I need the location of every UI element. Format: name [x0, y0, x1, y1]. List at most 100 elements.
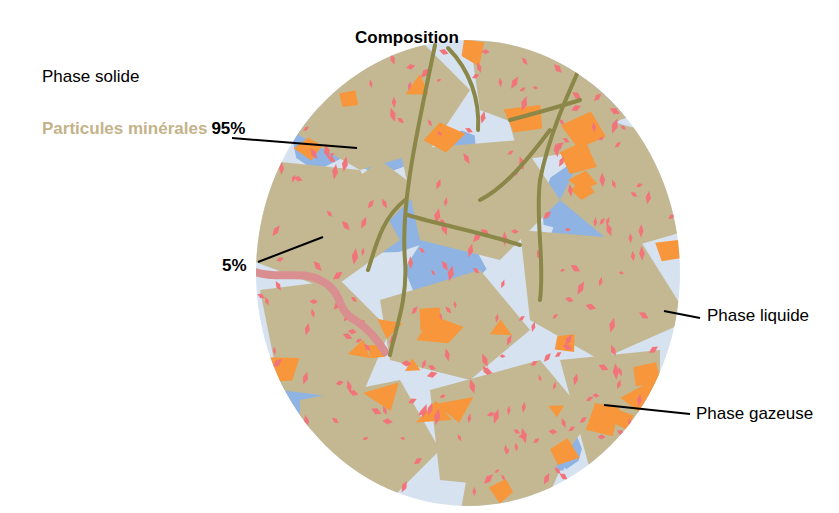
microorganism [303, 127, 309, 131]
microorganism [348, 329, 357, 334]
microorganism [613, 363, 619, 380]
microorganism [257, 294, 265, 299]
microorganism [565, 228, 571, 232]
microorganism [507, 335, 512, 346]
microorganism [437, 131, 442, 135]
microorganism [562, 418, 566, 428]
microorganism [611, 345, 616, 356]
organic-matter [419, 308, 441, 331]
microorganism [520, 88, 526, 92]
microorganism [468, 243, 473, 257]
microorganism [597, 435, 605, 440]
microorganism [369, 80, 372, 89]
microorganism [615, 142, 621, 148]
microorganism [593, 217, 597, 227]
microorganism [577, 281, 584, 294]
microorganism [495, 314, 498, 323]
microorganism [628, 418, 632, 427]
microorganism [279, 162, 284, 175]
microorganism [549, 429, 558, 434]
microorganism [390, 108, 395, 122]
microorganism [617, 430, 625, 435]
organic-matter [294, 138, 323, 161]
microorganism [493, 409, 499, 424]
microorganism [276, 257, 283, 262]
microorganism [552, 314, 557, 319]
organic-matter [462, 40, 485, 67]
microorganism [327, 211, 333, 217]
microorganism [511, 229, 519, 234]
microorganism [544, 353, 551, 362]
microorganism [617, 379, 621, 389]
microorganism [571, 265, 581, 272]
microorganism [327, 156, 335, 162]
microorganism [619, 271, 624, 274]
microorganism [580, 417, 587, 423]
microorganism [586, 397, 593, 401]
microorganism [361, 248, 364, 256]
organic-matter [555, 334, 575, 352]
microorganism [445, 307, 451, 314]
microorganism [422, 359, 426, 369]
microorganism [620, 126, 626, 130]
microorganism [273, 359, 283, 367]
microorganism [294, 176, 303, 181]
microorganism [397, 118, 404, 123]
microorganism [481, 49, 489, 54]
microorganism [352, 248, 358, 265]
microorganism [639, 224, 644, 238]
microorganism [273, 347, 276, 355]
microorganism [445, 348, 450, 361]
microorganism [310, 148, 317, 159]
microorganism [454, 301, 457, 309]
microorganism [543, 211, 551, 219]
microorganism [501, 475, 505, 481]
microorganism [468, 413, 472, 423]
microorganism [668, 215, 675, 219]
microorganism [559, 157, 564, 167]
microorganism [606, 217, 609, 225]
microorganism [495, 470, 500, 473]
microorganism [618, 367, 622, 376]
microorganism [586, 304, 597, 310]
microorganism [631, 251, 635, 262]
microorganism [465, 128, 473, 133]
microorganism [607, 223, 612, 237]
microorganism [400, 437, 405, 440]
microorganism [560, 474, 568, 480]
microorganism [470, 379, 476, 394]
microorganism [458, 434, 462, 441]
microorganism [499, 354, 505, 358]
microorganism [515, 443, 518, 452]
microorganism [265, 297, 269, 306]
microorganism [594, 93, 602, 101]
organic-matter [550, 438, 580, 465]
microorganism [442, 260, 448, 270]
microorganism [392, 96, 396, 108]
microorganism [276, 281, 281, 291]
organic-matter [363, 382, 399, 411]
microorganism [571, 105, 581, 111]
microorganism [599, 218, 605, 225]
microorganism [639, 312, 649, 318]
microorganism [521, 96, 527, 111]
microorganism [436, 79, 441, 82]
microorganism [336, 381, 344, 386]
microorganism [513, 430, 520, 434]
microorganism [610, 108, 620, 114]
microorganism [356, 339, 362, 343]
phase-label: Phase gazeuse [696, 404, 813, 424]
microorganism [560, 269, 565, 272]
microorganism [351, 297, 357, 302]
microorganism [333, 272, 343, 280]
microorganism [522, 58, 528, 65]
organic-matter [348, 340, 371, 358]
microorganism [600, 172, 606, 187]
phase-label: Phase solide [42, 67, 139, 87]
microorganism [565, 335, 572, 346]
microorganism [506, 448, 509, 454]
microorganism [382, 418, 392, 424]
microorganism [568, 184, 573, 197]
microorganism [559, 119, 564, 125]
microorganism [531, 322, 535, 332]
